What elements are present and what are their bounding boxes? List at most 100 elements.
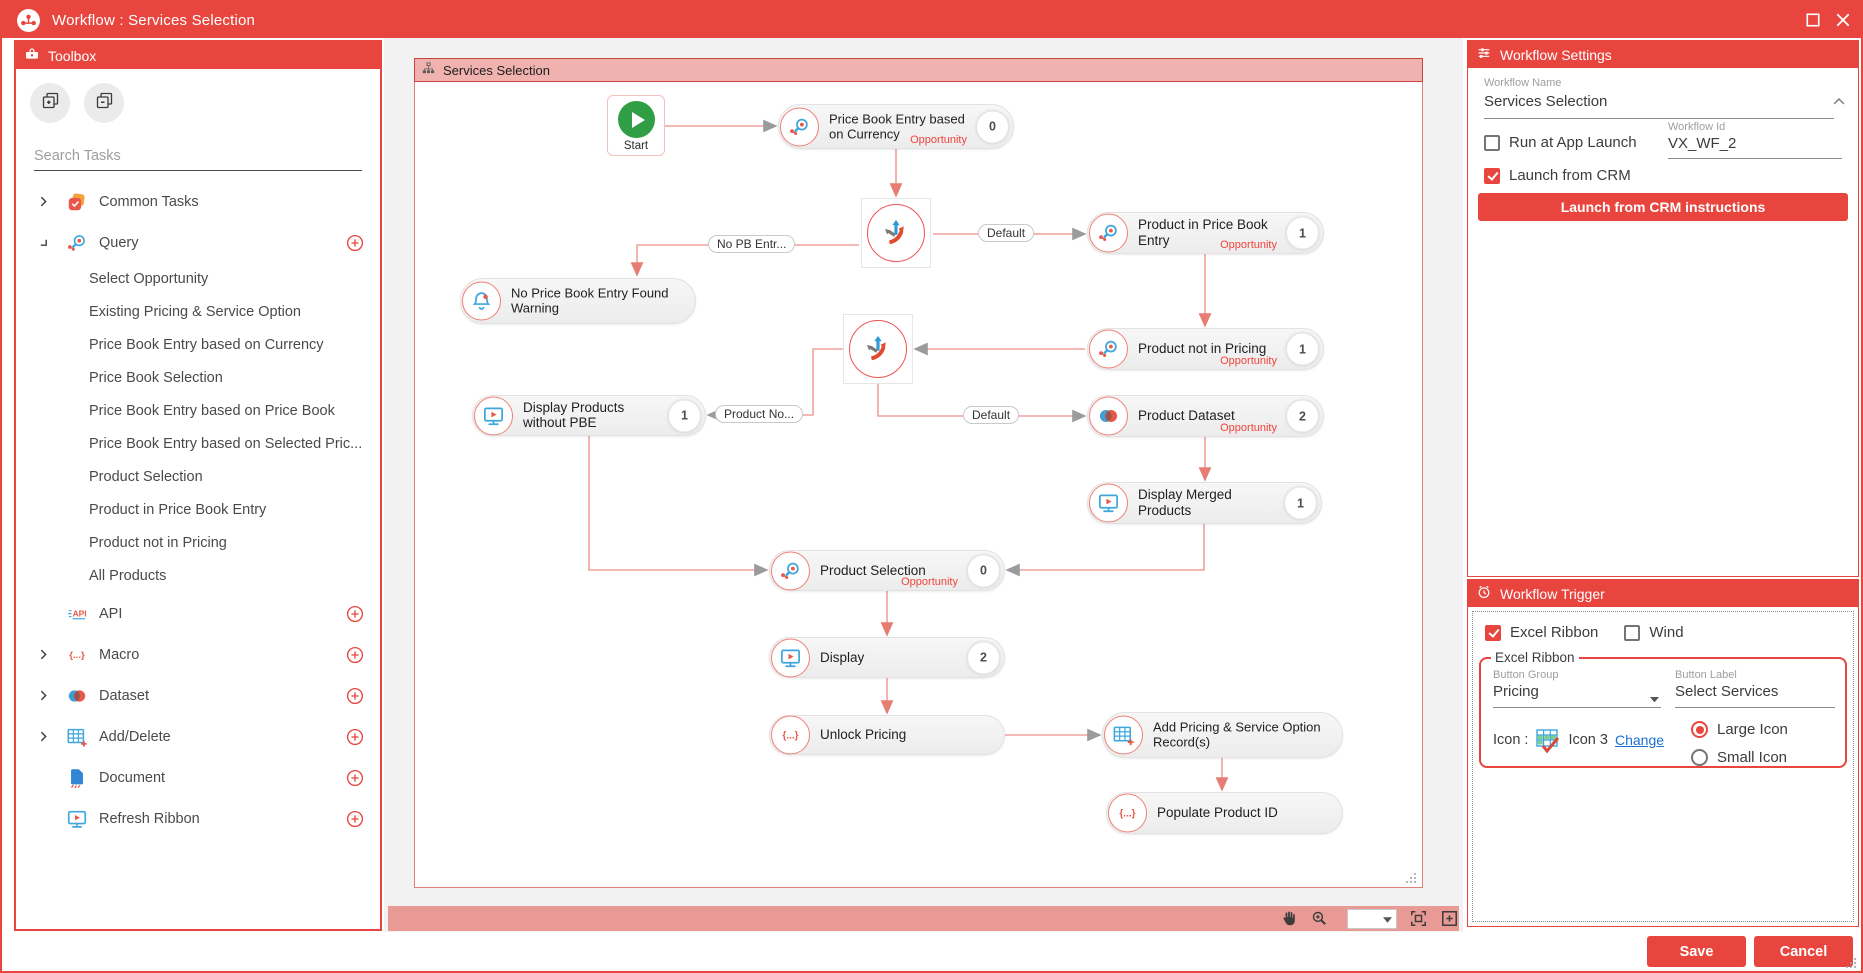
pan-hand-icon[interactable] (1279, 909, 1298, 929)
search-tasks-input[interactable] (34, 145, 362, 170)
toolbox-task-select-opportunity[interactable]: Select Opportunity (89, 271, 209, 287)
excel-ribbon-checkbox[interactable]: Excel Ribbon (1485, 624, 1598, 641)
add-task-button[interactable] (346, 234, 364, 252)
add-task-button[interactable] (346, 687, 364, 705)
radio-icon[interactable] (1691, 721, 1708, 738)
checkbox-icon[interactable] (1485, 624, 1501, 641)
toolbox-item-macro[interactable]: {...}Macro (16, 634, 380, 675)
zoom-icon[interactable] (1310, 909, 1329, 929)
expand-icon[interactable] (36, 689, 50, 703)
fit-to-screen-icon[interactable] (1409, 909, 1428, 929)
save-button[interactable]: Save (1647, 936, 1746, 967)
toolbox-item-document[interactable]: Document (16, 757, 380, 798)
toolbox-item-query[interactable]: Query (16, 222, 380, 263)
workflow-trigger-title: Workflow Trigger (1500, 585, 1605, 602)
checkbox-icon[interactable] (1484, 134, 1500, 151)
toolbox-item-label: Common Tasks (99, 193, 199, 210)
decision-node[interactable] (843, 314, 913, 384)
actual-size-icon[interactable] (1440, 909, 1459, 929)
toolbox-title: Toolbox (48, 47, 97, 64)
sliders-icon (1476, 45, 1492, 64)
button-label-label: Button Label (1675, 669, 1737, 681)
add-task-button[interactable] (346, 728, 364, 746)
toolbox-task-price-book-entry-based-on-price-book[interactable]: Price Book Entry based on Price Book (89, 403, 335, 419)
window-resize-grip[interactable] (1845, 956, 1857, 968)
button-label-field[interactable]: Select Services (1675, 681, 1835, 708)
change-icon-link[interactable]: Change (1614, 732, 1665, 748)
task-node-label: Product in Price Book Entry (1138, 217, 1268, 248)
task-node-no-price-book-entry-found-warning[interactable]: No Price Book Entry Found Warning (460, 278, 696, 324)
toolbox-item-dataset[interactable]: Dataset (16, 675, 380, 716)
app-logo-icon (16, 8, 41, 33)
expand-icon[interactable] (36, 730, 50, 744)
expand-icon[interactable] (36, 195, 50, 209)
task-node-label: Display Merged Products (1138, 487, 1232, 518)
launch-from-crm-checkbox[interactable]: Launch from CRM (1484, 167, 1631, 184)
radio-icon[interactable] (1691, 749, 1708, 766)
canvas-header: Services Selection (414, 58, 1423, 82)
zoom-level-select[interactable] (1347, 908, 1397, 929)
toolbox-task-product-not-in-pricing[interactable]: Product not in Pricing (89, 535, 227, 551)
decision-arrows-icon (879, 214, 913, 253)
workflow-id-field[interactable]: VX_WF_2 (1668, 133, 1842, 159)
large-icon-radio[interactable]: Large Icon (1691, 721, 1788, 738)
task-node-label: Unlock Pricing (820, 727, 907, 743)
expand-icon[interactable] (36, 648, 50, 662)
decision-node[interactable] (861, 198, 931, 268)
toolbox-header: Toolbox (16, 42, 380, 69)
toolbox-task-product-selection[interactable]: Product Selection (89, 469, 203, 485)
window-label: Wind (1649, 624, 1684, 641)
start-node[interactable]: Start (607, 95, 665, 156)
add-task-button[interactable] (346, 769, 364, 787)
excel-ribbon-fieldset: Excel Ribbon Button Group Pricing Button… (1479, 650, 1847, 768)
workflow-name-field[interactable]: Services Selection (1484, 89, 1834, 119)
expand-all-button[interactable] (30, 83, 70, 123)
collapse-all-button[interactable] (84, 83, 124, 123)
icon-label: Icon : (1493, 732, 1529, 748)
task-node-populate-product-id[interactable]: {...}Populate Product ID (1106, 792, 1343, 834)
toolbox-item-common-tasks[interactable]: Common Tasks (16, 181, 380, 222)
checkbox-icon[interactable] (1624, 624, 1641, 641)
add-task-button[interactable] (346, 605, 364, 623)
checkbox-icon[interactable] (1484, 167, 1500, 184)
task-node-unlock-pricing[interactable]: {...}Unlock Pricing (769, 715, 1005, 755)
canvas-resize-grip[interactable] (1405, 871, 1417, 883)
toolbox-item-label: Macro (99, 646, 140, 663)
close-icon[interactable] (1835, 12, 1851, 28)
cancel-button[interactable]: Cancel (1754, 936, 1853, 967)
toolbox-task-price-book-selection[interactable]: Price Book Selection (89, 370, 223, 386)
maximize-icon[interactable] (1805, 12, 1821, 28)
toolbox-task-all-products[interactable]: All Products (89, 568, 167, 584)
collapse-icon[interactable] (36, 236, 50, 250)
toolbox-task-price-book-entry-based-on-selected-pric-[interactable]: Price Book Entry based on Selected Pric.… (89, 436, 363, 452)
small-icon-radio[interactable]: Small Icon (1691, 749, 1788, 766)
record-count-badge: 1 (1286, 216, 1319, 250)
task-node-label: Product not in Pricing (1138, 341, 1267, 357)
add-task-button[interactable] (346, 646, 364, 664)
task-node-add-pricing-service-option-record-s-[interactable]: Add Pricing & Service Option Record(s) (1102, 712, 1343, 758)
button-group-select[interactable]: Pricing (1493, 681, 1661, 708)
toolbox-item-refresh-ribbon[interactable]: Refresh Ribbon (16, 798, 380, 839)
add-task-button[interactable] (346, 810, 364, 828)
run-at-app-launch-checkbox[interactable]: Run at App Launch (1484, 134, 1637, 151)
table-icon (1104, 715, 1143, 755)
toolbox-task-existing-pricing-service-option[interactable]: Existing Pricing & Service Option (89, 304, 301, 320)
toolbox-item-add-delete[interactable]: Add/Delete (16, 716, 380, 757)
collapse-chevron-icon[interactable] (1830, 93, 1848, 111)
window-checkbox[interactable]: Wind (1624, 624, 1684, 641)
toolbox-task-product-in-price-book-entry[interactable]: Product in Price Book Entry (89, 502, 267, 518)
launch-from-crm-instructions-button[interactable]: Launch from CRM instructions (1478, 193, 1848, 221)
toolbox-task-price-book-entry-based-on-currency[interactable]: Price Book Entry based on Currency (89, 337, 324, 353)
